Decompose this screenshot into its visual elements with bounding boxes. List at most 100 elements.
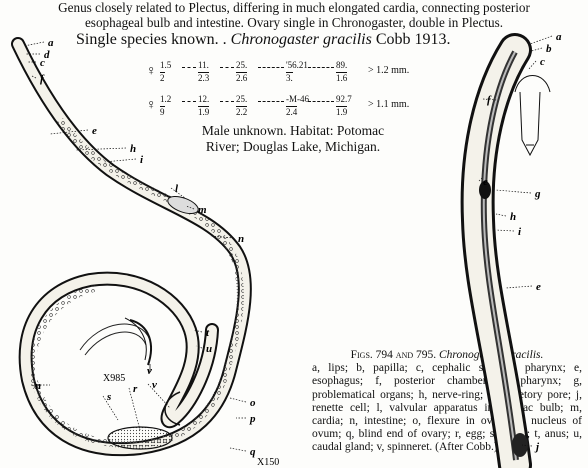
formula-female-numerator: 11.: [198, 60, 209, 70]
formula-male-numerator: 92.7: [336, 94, 352, 104]
formula-male-denominator: 2.2: [236, 106, 248, 117]
intro-line-2: esophageal bulb and intestine. Ovary sin…: [84, 15, 504, 30]
right-leader-line: [527, 60, 537, 71]
right-leader-line: [505, 285, 533, 289]
left-leader-line: [128, 387, 141, 431]
right-leader-line: [482, 98, 497, 101]
right-leader-line: [527, 47, 543, 53]
left-figure-label: u: [206, 343, 212, 355]
formula-male-dash: [182, 101, 196, 102]
worm-body-inner: [13, 39, 250, 455]
formula-female-numerator: 1.5: [160, 60, 172, 70]
habitat-text: Male unknown. Habitat: Potomac River; Do…: [201, 123, 385, 154]
intro-line-1: Genus closely related to Plectus, differ…: [58, 0, 530, 15]
formula-female-denominator: 2.3: [198, 72, 210, 83]
worm-tail: [164, 391, 181, 426]
formula-female-length: > 1.2 mm.: [368, 65, 410, 76]
left-figure-label: a: [48, 37, 54, 49]
right-figure-label: e: [483, 176, 488, 188]
right-leader-line: [495, 229, 515, 232]
formula-female-symbol: ♀: [146, 64, 157, 79]
magnification-whole: X150: [257, 457, 279, 468]
left-figure-label: q: [250, 446, 256, 458]
left-figure-label: s: [106, 391, 111, 403]
left-leader-line: [23, 41, 45, 47]
left-leader-line: [195, 345, 203, 349]
formula-female-dash: [182, 67, 196, 68]
left-figure-label: n: [238, 233, 244, 245]
spinneret-detail: [79, 317, 152, 372]
heading-species: Chronogaster gracilis: [230, 31, 372, 48]
left-figure-label: i: [140, 154, 144, 166]
formula-male-dash: [308, 101, 334, 102]
left-figure-label: o: [250, 397, 256, 409]
right-figure-label: c: [540, 56, 545, 68]
formula-male-numerator: -M-46: [286, 94, 309, 104]
whole-worm-figure: [11, 37, 252, 457]
formula-female-dash: [308, 67, 334, 68]
right-figure-label: a: [556, 31, 562, 43]
formula-male-dash: [258, 101, 284, 102]
left-figure-label: v: [152, 379, 157, 391]
formula-female-denominator: 2: [160, 72, 165, 83]
formula-female-denominator: 3.: [286, 72, 293, 83]
formula-male-denominator: 9: [160, 106, 165, 117]
right-leader-line: [495, 189, 532, 194]
renette-cell: [512, 433, 528, 457]
caption-title-prefix: Figs. 794 and 795.: [350, 349, 437, 361]
left-figure-label: f: [40, 73, 45, 85]
detail-figure-label: v: [147, 365, 152, 377]
formula-male-denominator: 2.4: [286, 106, 298, 117]
formula-female-dash: [258, 67, 284, 68]
formula-male-symbol: ♀: [146, 98, 157, 113]
left-figure-label: r: [133, 383, 138, 395]
cardiac-bulb: [167, 195, 199, 215]
left-leader-line: [193, 329, 203, 333]
right-figure-label: f: [487, 94, 492, 106]
formula-female-denominator: 2.6: [236, 72, 248, 83]
formula-male-numerator: 1.2: [160, 94, 172, 104]
left-leader-line: [103, 158, 137, 163]
left-leader-line: [49, 129, 89, 135]
egg: [107, 426, 173, 450]
formula-male-dash: [220, 101, 234, 102]
left-figure-label: t: [206, 327, 210, 339]
left-figure-label: n: [35, 380, 41, 392]
left-figure-label: p: [249, 413, 256, 425]
heading-author: Cobb 1913.: [375, 31, 451, 48]
anterior-end-figure: [460, 33, 551, 468]
left-figure-label: c: [40, 57, 45, 69]
formula-male-numerator: 25.: [236, 94, 248, 104]
formula-female-numerator: '56.21: [286, 60, 308, 70]
right-figure-label: b: [546, 43, 552, 55]
right-figure-label: g: [534, 188, 541, 200]
right-leader-line: [529, 35, 553, 45]
intro-paragraph: Genus closely related to Plectus, differ…: [8, 0, 580, 30]
left-figure-label: e: [92, 125, 97, 137]
right-leader-line: [495, 213, 507, 217]
left-leader-line: [147, 383, 171, 409]
formula-male-numerator: 12.: [198, 94, 210, 104]
species-heading: Single species known. . Chronogaster gra…: [76, 31, 451, 49]
formula-female-numerator: 89.: [336, 60, 348, 70]
left-figure-label: d: [44, 49, 50, 61]
left-figure-label: h: [130, 143, 136, 155]
formula-female: ♀1.5 2 11. 2.3 25. 2.6 '56.21 3. 89. 1.6 > 1.2 mm.: [146, 60, 416, 86]
right-leader-line: [478, 177, 483, 182]
right-figure-label: e: [536, 281, 541, 293]
pharynx-inset: [519, 91, 541, 157]
right-figure-label: j: [534, 441, 540, 453]
left-figure-label: m: [198, 204, 207, 216]
heading-prefix: Single species known. .: [76, 31, 227, 48]
formula-male-length: > 1.1 mm.: [368, 99, 410, 110]
formula-female-dash: [220, 67, 234, 68]
formula-female-numerator: 25.: [236, 60, 248, 70]
left-figure-label: l: [175, 183, 179, 195]
problematical-organ: [479, 181, 491, 199]
esophagus-lumen: [482, 51, 517, 461]
formula-female-denominator: 1.6: [336, 72, 348, 83]
left-leader-line: [229, 447, 247, 452]
worm-intestine: [29, 118, 244, 448]
